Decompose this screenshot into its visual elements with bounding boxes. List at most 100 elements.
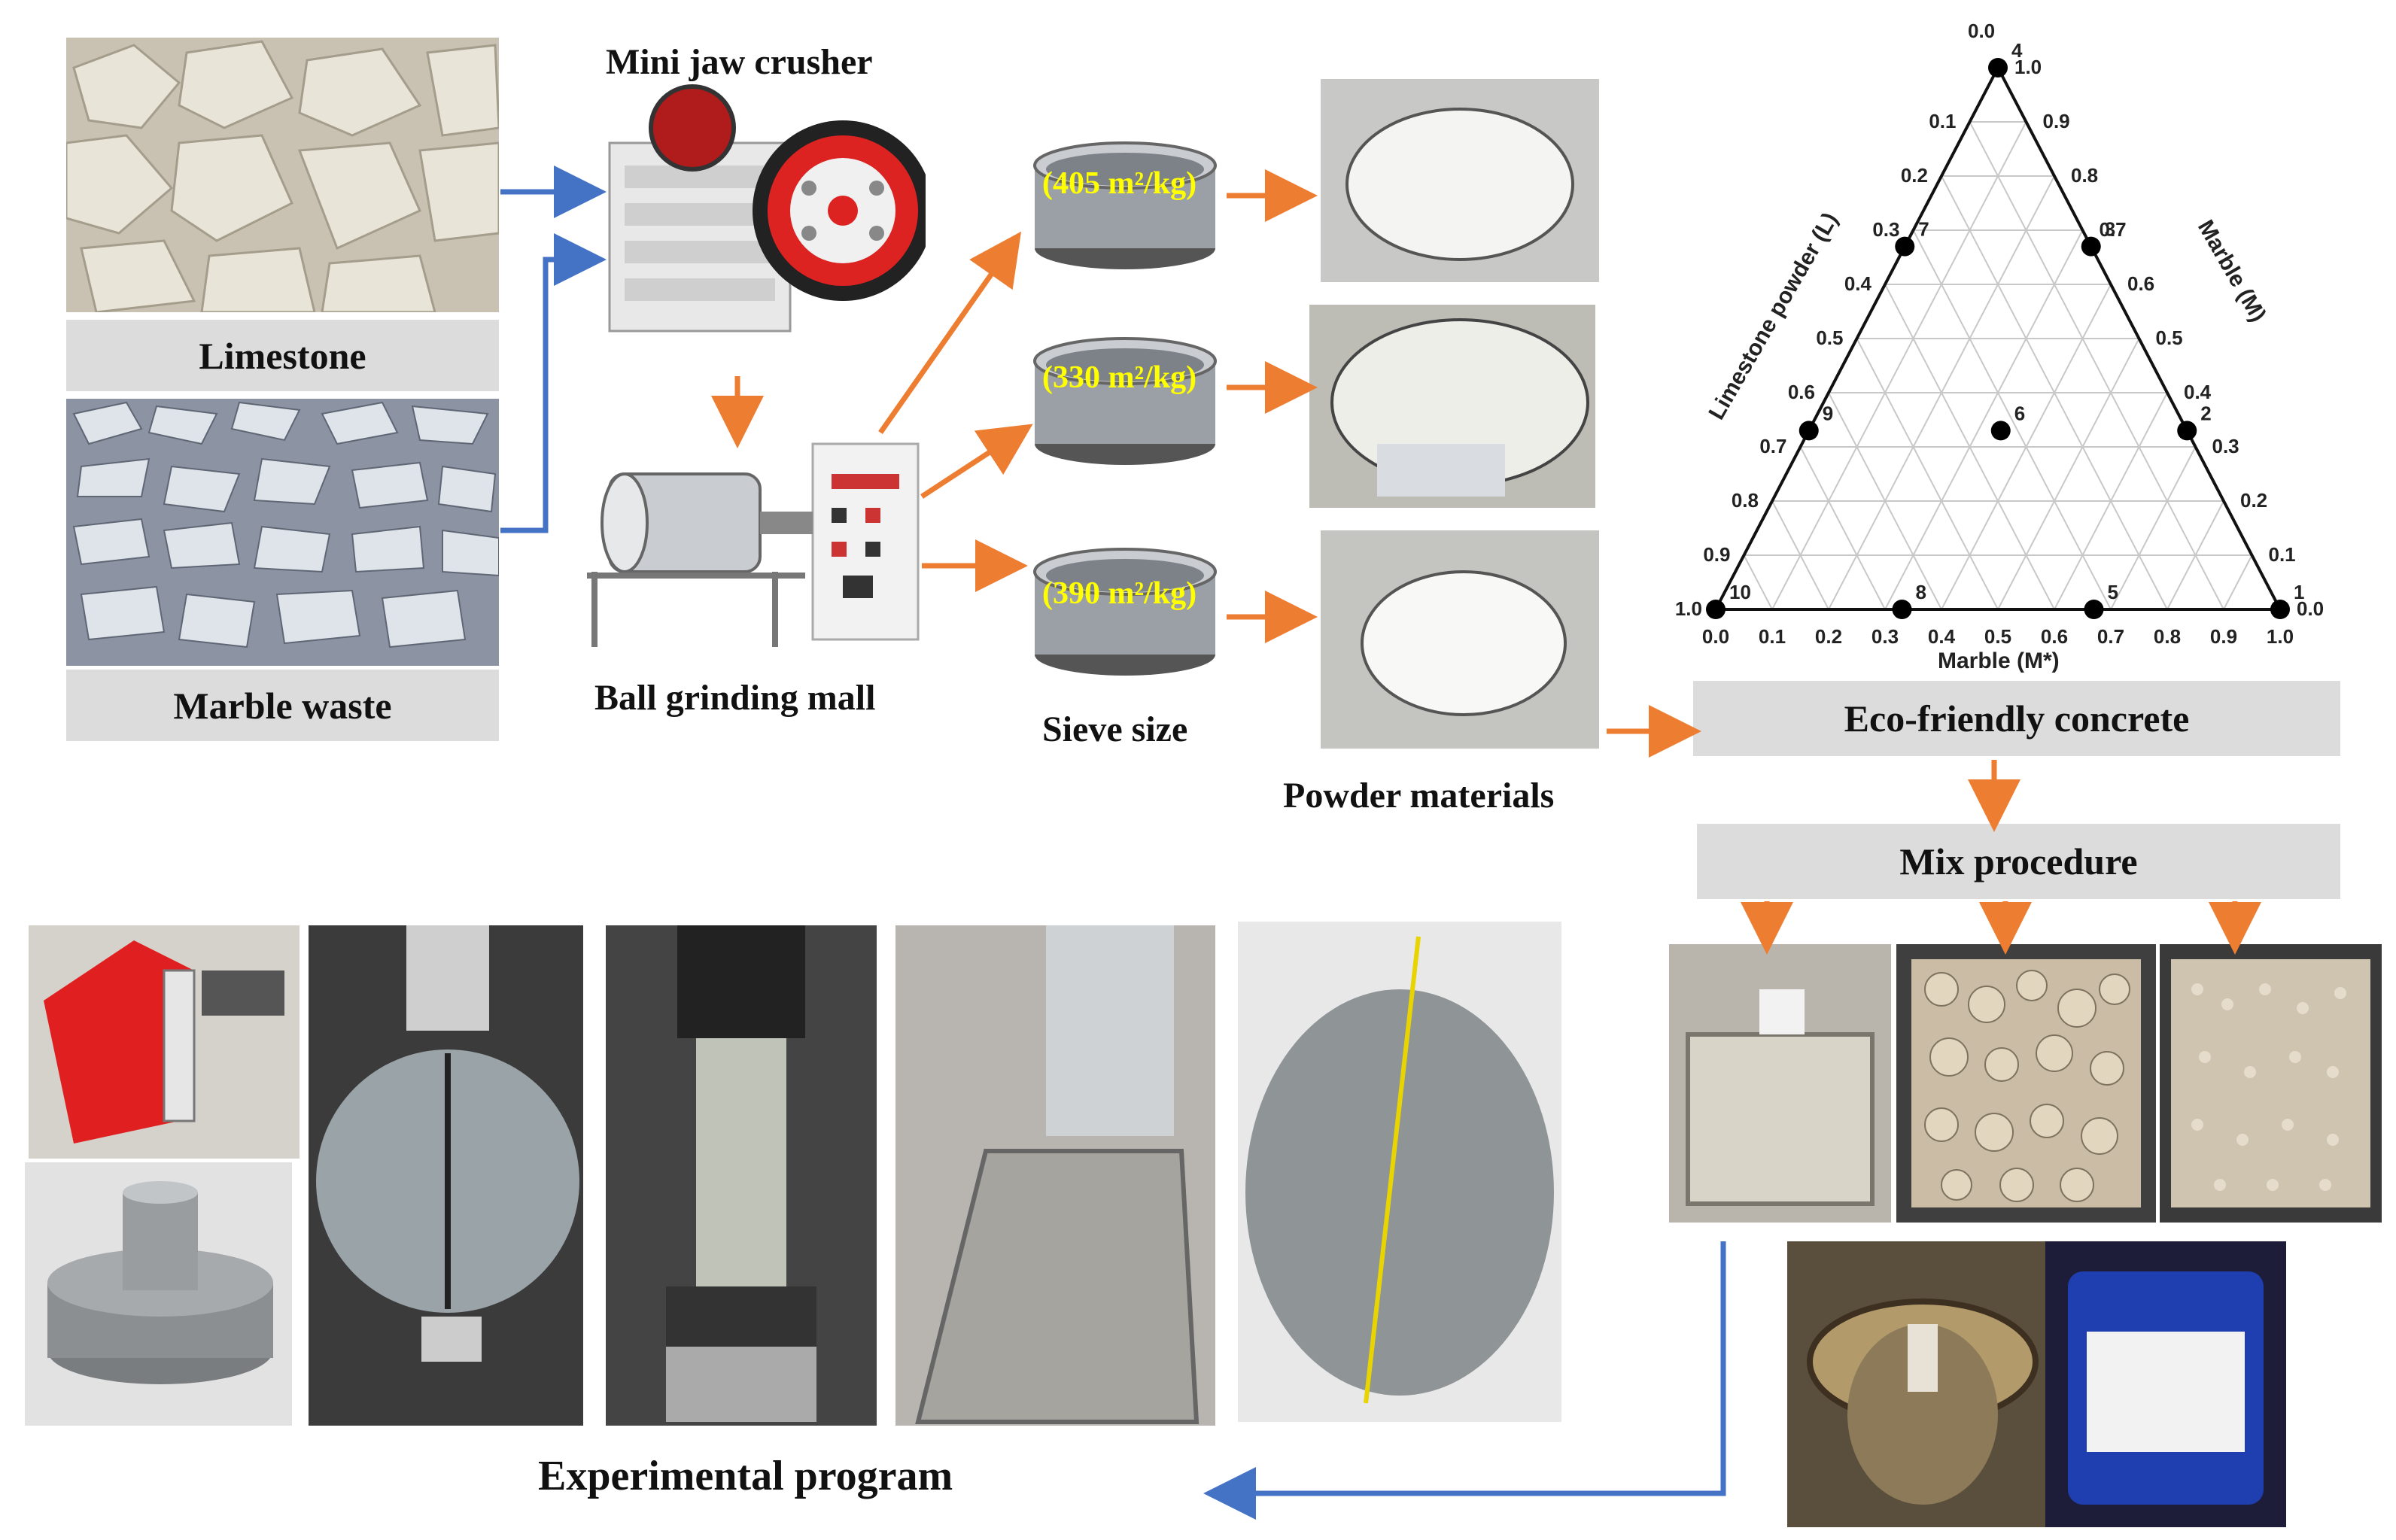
ternary-mix-point	[1892, 600, 1912, 619]
sieve-1-photo	[1031, 120, 1219, 271]
ternary-right-ticks: 1.00.90.80.70.60.50.40.30.20.10.0	[2014, 56, 2324, 620]
limestone-caption: Limestone	[66, 320, 499, 391]
ternary-mix-point	[2081, 236, 2101, 257]
ternary-grid-line	[2054, 392, 2168, 610]
ternary-bottom-tick-label: 0.3	[1871, 625, 1899, 648]
powder-3-photo	[1321, 530, 1599, 749]
arrow-marble-to-crusher	[500, 233, 607, 533]
jaw-crusher-photo	[594, 83, 926, 354]
mixer-photo	[1787, 1241, 2058, 1527]
ternary-right-tick-label: 0.9	[2043, 110, 2070, 132]
limestone-photo	[66, 38, 499, 312]
ternary-mix-point-label: 5	[2108, 581, 2118, 603]
ternary-mix-point-label: 10	[1729, 581, 1751, 603]
ternary-grid-line	[1912, 229, 2112, 610]
mix-procedure-box: Mix procedure	[1697, 824, 2340, 899]
ternary-mix-point-label: 8	[1916, 581, 1926, 603]
compression-test-photo	[606, 925, 877, 1426]
ternary-grid	[1743, 121, 2253, 610]
ternary-mix-point	[1990, 421, 2011, 441]
ternary-diagram: 0.0 0.1 0.2 0.3 0.4 0.5 0.6 0.7 0.8 0.9 1.0 0.1 0.2…	[1675, 20, 2324, 673]
ternary-bottom-ticks: 0.0 0.1 0.2 0.3 0.4 0.5 0.6 0.7 0.8 0.9 1.0	[1702, 625, 2294, 648]
ternary-top-value: 0.0	[1968, 20, 1995, 42]
eco-friendly-concrete-box: Eco-friendly concrete	[1693, 681, 2340, 756]
ball-mill-photo	[579, 436, 926, 655]
ternary-left-tick-label: 0.9	[1703, 543, 1730, 566]
ternary-mix-point-label: 1	[2294, 581, 2304, 603]
sieve-2-photo	[1031, 316, 1219, 466]
ternary-right-tick-label: 0.5	[2156, 327, 2183, 349]
sieve-3-value: (390 m²/kg)	[1042, 576, 1197, 611]
ternary-triangle	[1713, 64, 2283, 611]
sieve-1-value: (405 m²/kg)	[1042, 166, 1197, 201]
ternary-right-tick-label: 0.2	[2240, 489, 2267, 512]
ternary-left-tick-label: 0.3	[1872, 218, 1899, 241]
ternary-grid-line	[2223, 554, 2253, 610]
slump-cone-photo	[25, 1162, 292, 1426]
experimental-program-label: Experimental program	[538, 1453, 953, 1499]
eco-friendly-concrete-label: Eco-friendly concrete	[1844, 697, 2190, 740]
ternary-bottom-tick-label: 0.4	[1928, 625, 1956, 648]
ternary-grid-line	[1997, 338, 2140, 610]
ternary-right-tick-label: 0.7	[2100, 218, 2127, 241]
ternary-mix-point	[1895, 236, 1915, 257]
ternary-grid-line	[1969, 121, 2224, 610]
ternary-mix-point-label: 2	[2200, 402, 2211, 424]
ternary-right-tick-label: 0.3	[2212, 435, 2239, 457]
l-box-test-photo	[895, 925, 1215, 1426]
powder-materials-label: Powder materials	[1283, 776, 1555, 816]
limestone-label: Limestone	[199, 334, 366, 377]
sieve-size-label: Sieve size	[1042, 709, 1188, 749]
arrow-mill-to-sieve-1	[878, 231, 1022, 435]
sand-tray-photo	[1669, 944, 1891, 1223]
ternary-bottom-tick-label: 0.6	[2041, 625, 2068, 648]
ternary-bottom-axis-title: Marble (M*)	[1938, 649, 2060, 673]
ternary-mix-point-label: 6	[2014, 402, 2025, 424]
ternary-grid-line	[1828, 392, 1942, 610]
sieve-3-photo	[1031, 527, 1219, 677]
ternary-right-tick-label: 0.0	[2297, 597, 2324, 620]
powder-2-photo	[1309, 305, 1595, 508]
ternary-grid-line	[1771, 500, 1829, 610]
ternary-mix-point-label: 7	[1918, 218, 1929, 241]
ternary-mix-point	[2084, 600, 2104, 619]
vicat-mold-photo	[29, 925, 300, 1159]
marble-waste-caption: Marble waste	[66, 670, 499, 741]
ternary-bottom-tick-label: 1.0	[2267, 625, 2294, 648]
mini-jaw-crusher-label: Mini jaw crusher	[606, 42, 873, 82]
splitting-tensile-test-photo	[309, 925, 583, 1426]
ternary-mix-point	[2177, 421, 2197, 441]
fine-aggregate-photo	[2160, 944, 2382, 1223]
superplasticizer-container-photo	[2045, 1241, 2286, 1527]
ternary-left-tick-label: 0.6	[1788, 381, 1815, 403]
ternary-mix-point-label: 9	[1823, 402, 1833, 424]
ternary-bottom-tick-label: 0.8	[2154, 625, 2181, 648]
ternary-bottom-tick-label: 0.1	[1759, 625, 1786, 648]
ternary-right-tick-label: 0.1	[2269, 543, 2296, 566]
ternary-bottom-tick-label: 0.0	[1702, 625, 1729, 648]
ternary-left-tick-label: 0.8	[1732, 489, 1759, 512]
ternary-mix-point-label: 3	[2105, 218, 2115, 241]
ternary-bottom-tick-label: 0.9	[2210, 625, 2237, 648]
marble-waste-photo	[66, 399, 499, 666]
ternary-grid-line	[1884, 229, 2084, 610]
ternary-grid-line	[1856, 338, 1999, 610]
ternary-bottom-tick-label: 0.5	[1984, 625, 2011, 648]
ternary-grid-line	[2166, 500, 2224, 610]
ball-grinding-mall-label: Ball grinding mall	[594, 678, 876, 718]
ternary-left-tick-label: 0.1	[1929, 110, 1956, 132]
ternary-right-tick-label: 0.6	[2127, 272, 2154, 295]
ternary-left-tick-label: 1.0	[1675, 597, 1702, 620]
arrow-mill-to-sieve-2	[920, 424, 1033, 499]
ternary-grid-line	[1771, 121, 2027, 610]
ternary-left-tick-label: 0.7	[1759, 435, 1786, 457]
ternary-mix-point	[1706, 600, 1726, 619]
ternary-right-tick-label: 0.4	[2184, 381, 2212, 403]
ternary-bottom-tick-label: 0.2	[1815, 625, 1842, 648]
ternary-right-tick-label: 1.0	[2014, 56, 2042, 78]
ternary-mix-point	[1988, 58, 2008, 77]
ternary-bottom-tick-label: 0.7	[2097, 625, 2124, 648]
ternary-left-tick-label: 0.4	[1844, 272, 1872, 295]
